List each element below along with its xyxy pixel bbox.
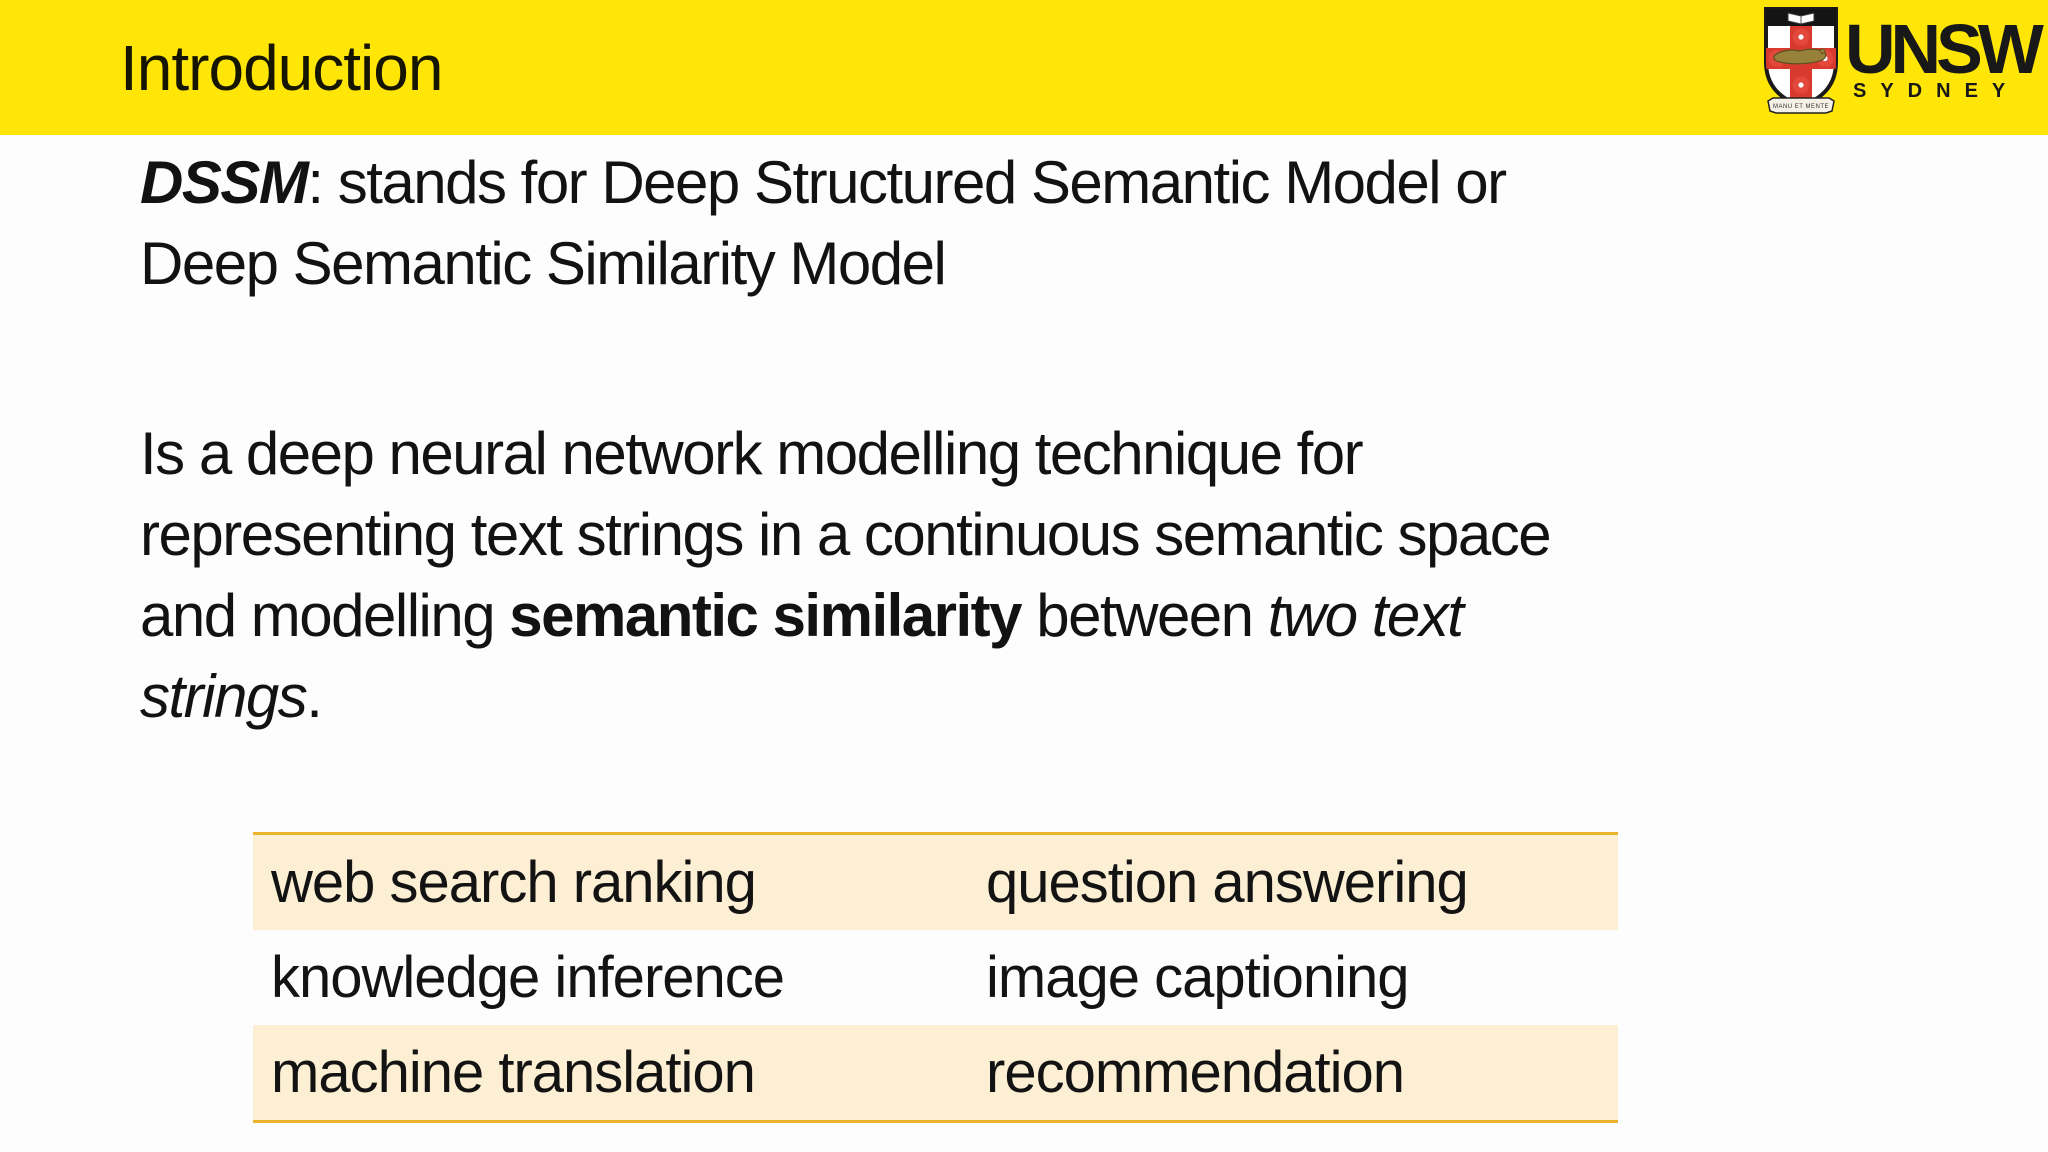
table-cell: web search ranking <box>271 850 757 915</box>
paragraph-dssm-definition: DSSM: stands for Deep Structured Semanti… <box>140 142 1507 304</box>
semantic-similarity-emphasis: semantic similarity <box>509 582 1022 649</box>
slide-header-band: Introduction <box>0 0 2048 135</box>
table-row: knowledge inference image captioning <box>253 930 1618 1025</box>
table-cell: recommendation <box>986 1040 1405 1105</box>
table-row: web search ranking question answering <box>253 833 1618 930</box>
table-cell: image captioning <box>986 945 1410 1010</box>
table-cell: question answering <box>986 850 1469 915</box>
strings-emphasis: strings <box>140 663 308 730</box>
p1-line2-text: Deep Semantic Similarity Model <box>140 230 947 297</box>
dssm-term: DSSM <box>140 149 309 216</box>
p2-line2-text: representing text strings in a continuou… <box>140 501 1552 568</box>
p2-line3-text-a: and modelling <box>140 582 510 649</box>
table-row: machine translation recommendation <box>253 1025 1618 1122</box>
slide-title: Introduction <box>120 31 443 104</box>
paragraph-dssm-description: Is a deep neural network modelling techn… <box>140 413 1552 737</box>
table-cell: knowledge inference <box>271 945 785 1010</box>
table-cell: machine translation <box>271 1040 756 1105</box>
p2-line3-text-b: between <box>1021 582 1268 649</box>
unsw-crest-icon: MANU ET MENTE <box>1764 7 1838 114</box>
applications-table: web search ranking question answering kn… <box>253 832 1618 1123</box>
p2-line4-end: . <box>306 663 323 730</box>
p2-line1-text: Is a deep neural network modelling techn… <box>140 420 1364 487</box>
p1-line1-text: : stands for Deep Structured Semantic Mo… <box>307 149 1507 216</box>
unsw-sydney-label: SYDNEY <box>1853 80 2020 102</box>
two-text-emphasis: two text <box>1267 582 1464 649</box>
unsw-wordmark: UNSW <box>1845 10 2044 88</box>
crest-motto-text: MANU ET MENTE <box>1773 104 1829 110</box>
